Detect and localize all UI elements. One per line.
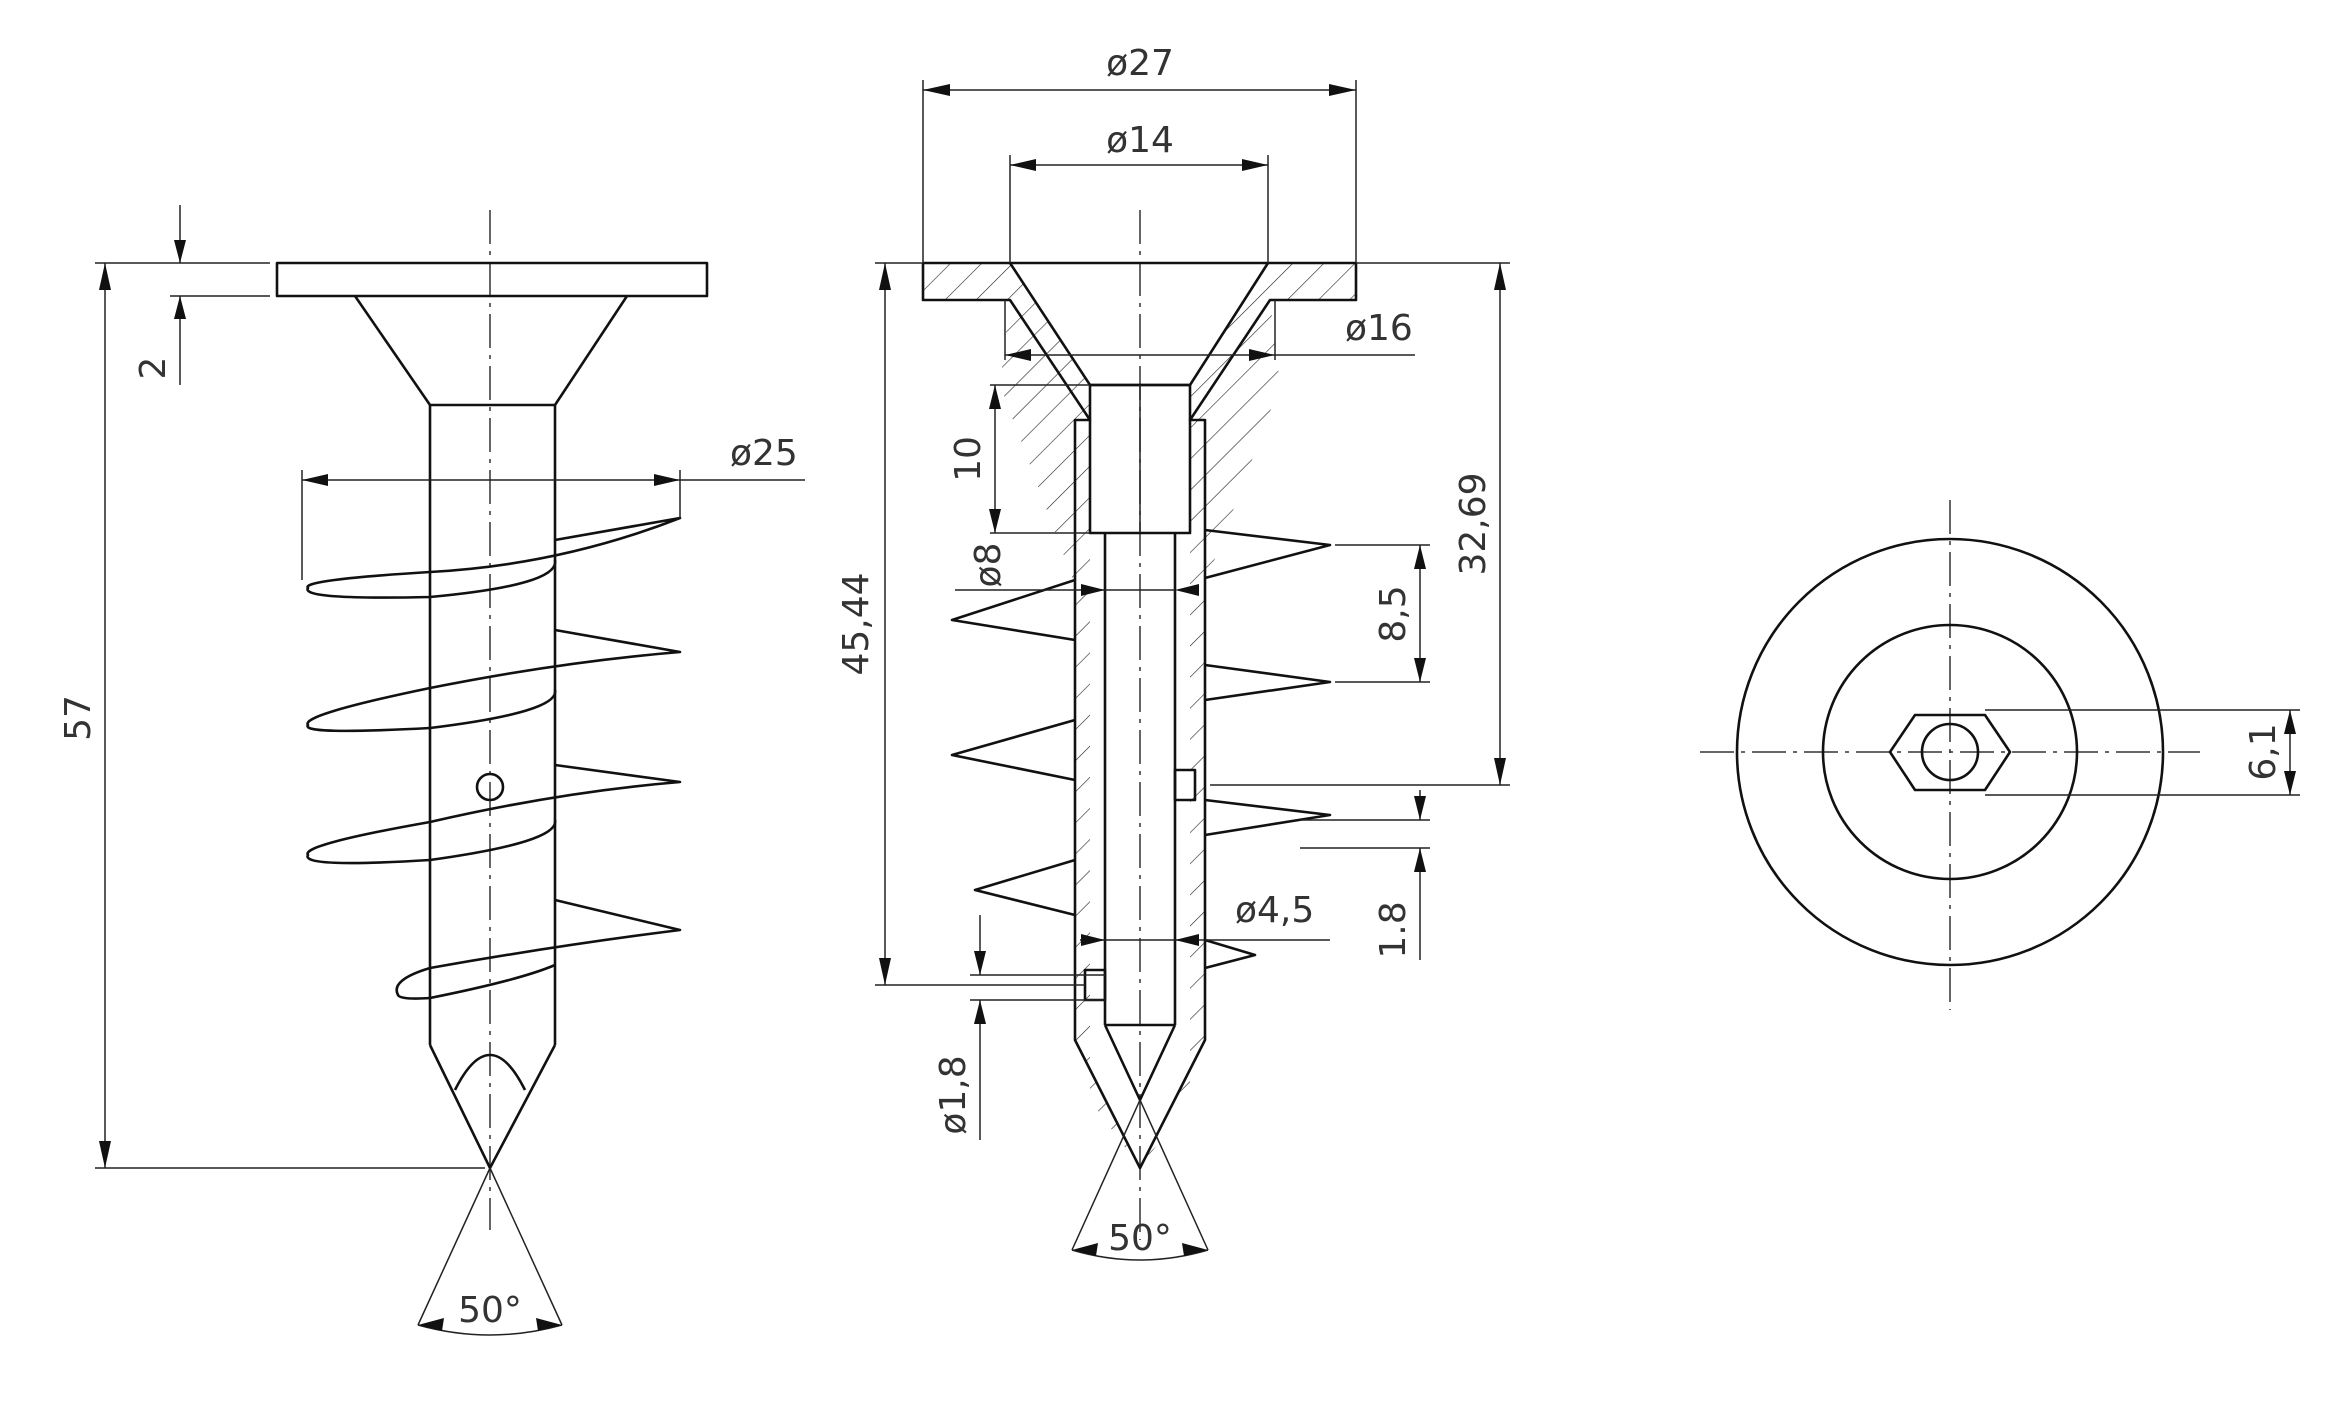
- dim-8-label: ø8: [968, 543, 1009, 588]
- dim-85-label: 8,5: [1373, 585, 1414, 642]
- section-view: ø27 ø14 ø16 10 ø8 45,44: [836, 43, 1510, 1261]
- dim-3269-label: 32,69: [1453, 472, 1494, 575]
- dim-25-label: ø25: [730, 433, 798, 474]
- dim-61-label: 6,1: [2243, 723, 2284, 780]
- dim-10-label: 10: [948, 436, 989, 482]
- dim-27-label: ø27: [1106, 43, 1174, 84]
- dim-18-label: 1.8: [1373, 901, 1414, 958]
- dim-16-label: ø16: [1345, 308, 1413, 349]
- dim-pin-label: ø1,8: [933, 1055, 974, 1134]
- dim-4544-label: 45,44: [836, 572, 877, 675]
- top-view: 6,1: [1700, 500, 2300, 1010]
- angle-50-label-section: 50°: [1108, 1218, 1172, 1259]
- dim-57-label: 57: [58, 695, 99, 741]
- dim-45-label: ø4,5: [1235, 890, 1314, 931]
- angle-50-label-side: 50°: [458, 1290, 522, 1331]
- dim-14-label: ø14: [1106, 120, 1174, 161]
- side-view: 57 2 ø25 50°: [58, 205, 805, 1336]
- dim-2-label: 2: [133, 357, 174, 380]
